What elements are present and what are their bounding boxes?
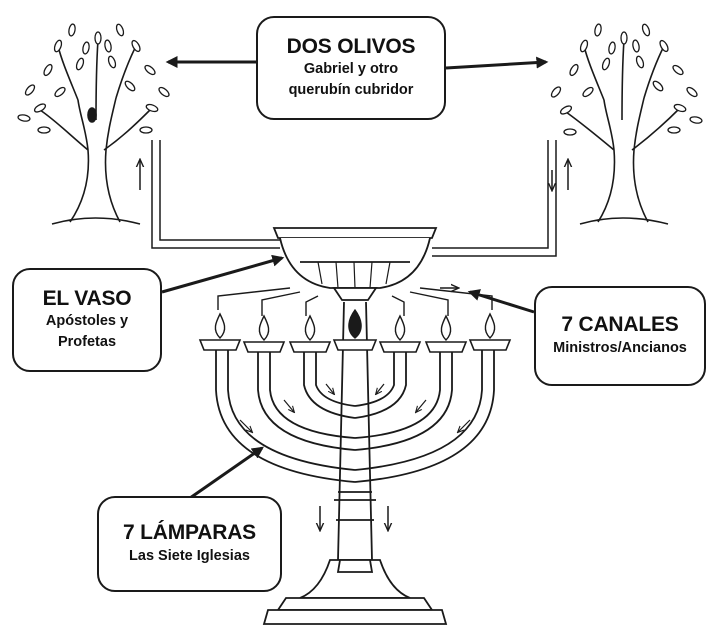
label-el-vaso: EL VASO Apóstoles y Profetas (12, 268, 162, 372)
label-title: DOS OLIVOS (286, 34, 416, 58)
label-7-canales: 7 CANALES Ministros/Ancianos (534, 286, 706, 386)
olive-tree-left-icon (17, 23, 170, 225)
label-subtitle-line: Profetas (57, 334, 117, 351)
label-subtitle-line: querubín cubridor (288, 82, 414, 99)
pipes (151, 140, 557, 257)
label-subtitle-line: Ministros/Ancianos (553, 339, 687, 356)
label-subtitle-line: Gabriel y otro (303, 61, 399, 78)
label-subtitle-line: Las Siete Iglesias (129, 547, 250, 564)
flame-icons (214, 308, 496, 341)
flow-arrow-icons (140, 160, 568, 530)
label-title: EL VASO (42, 286, 132, 310)
label-subtitle-line: Apóstoles y (45, 313, 129, 330)
olive-tree-right-icon (550, 23, 703, 225)
arm-flow-arrows (239, 383, 471, 432)
bowl-icon (272, 227, 438, 301)
label-7-lamparas: 7 LÁMPARAS Las Siete Iglesias (97, 496, 282, 592)
menorah-icon (215, 301, 495, 625)
label-dos-olivos: DOS OLIVOS Gabriel y otro querubín cubri… (256, 16, 446, 120)
pointer-arrow-icons (161, 56, 549, 500)
label-title: 7 CANALES (561, 313, 679, 337)
label-title: 7 LÁMPARAS (123, 521, 256, 545)
lamp-cups (198, 339, 512, 353)
channels (217, 287, 493, 316)
